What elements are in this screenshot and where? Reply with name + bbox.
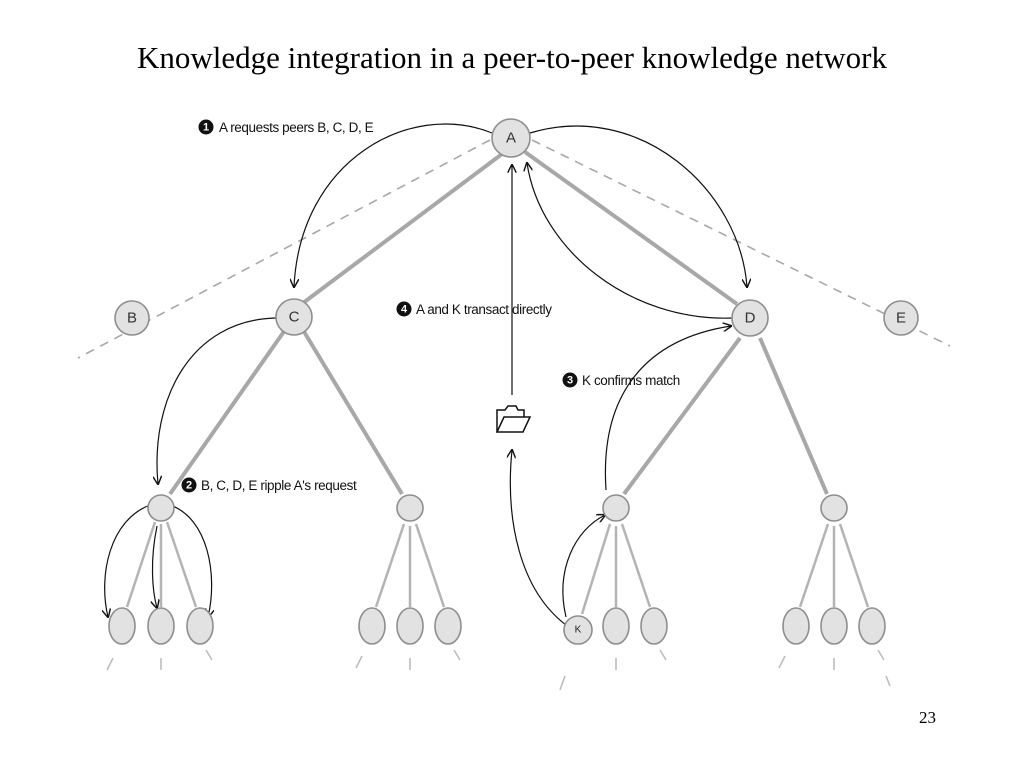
step-1-number: 1 bbox=[203, 122, 209, 134]
edge-c-c2 bbox=[301, 328, 404, 496]
leaf-node bbox=[434, 607, 462, 645]
step-2-number: 2 bbox=[186, 480, 192, 492]
leaf-stubs bbox=[106, 649, 891, 691]
leaf-node bbox=[186, 607, 214, 645]
page-number: 23 bbox=[919, 708, 936, 727]
arrow-c1-to-l1 bbox=[105, 504, 151, 617]
arrow-d1-to-d bbox=[604, 326, 731, 491]
step-4-badge bbox=[396, 301, 412, 317]
arrow-c-to-c1 bbox=[157, 317, 277, 484]
step-1-badge bbox=[198, 119, 214, 135]
leaf-node bbox=[358, 607, 386, 645]
step-3-number: 3 bbox=[567, 375, 573, 387]
node-d2 bbox=[820, 494, 848, 522]
arrow-c1-to-l2 bbox=[152, 525, 157, 608]
step-4-number: 4 bbox=[401, 304, 408, 316]
node-d1 bbox=[602, 494, 630, 522]
step-2-annotation: 2 B, C, D, E ripple A's request bbox=[181, 477, 357, 493]
edge-c-c1 bbox=[168, 328, 287, 496]
arrow-a-to-d bbox=[529, 125, 747, 287]
arrow-k-to-folder bbox=[510, 450, 567, 626]
leaf-node bbox=[820, 607, 848, 645]
node-a-label: A bbox=[506, 130, 516, 147]
node-a: A bbox=[491, 118, 531, 158]
leaf-node bbox=[147, 607, 175, 645]
node-k: K bbox=[563, 615, 593, 645]
node-c-label: C bbox=[289, 309, 300, 326]
node-k-label: K bbox=[575, 625, 582, 636]
leaf-node bbox=[396, 607, 424, 645]
node-c: C bbox=[275, 298, 313, 336]
step-3-text: K confirms match bbox=[582, 373, 680, 388]
node-b: B bbox=[114, 300, 150, 336]
step-2-text: B, C, D, E ripple A's request bbox=[201, 478, 357, 493]
arrow-d-to-a bbox=[527, 163, 734, 319]
leaf-node bbox=[858, 607, 886, 645]
step-2-badge bbox=[181, 477, 197, 493]
leaf-nodes bbox=[108, 607, 886, 645]
leaf-node bbox=[108, 607, 136, 645]
edge-d-d2 bbox=[758, 337, 829, 495]
leaf-node bbox=[640, 607, 668, 645]
step-4-text: A and K transact directly bbox=[416, 302, 552, 317]
node-e-label: E bbox=[896, 310, 906, 327]
step-3-annotation: 3 K confirms match bbox=[562, 372, 680, 388]
folder-icon bbox=[495, 405, 532, 433]
edge-a-e-dashed bbox=[531, 139, 951, 347]
edge-a-c bbox=[301, 152, 504, 305]
node-e: E bbox=[883, 300, 919, 336]
arrow-k-to-d1 bbox=[562, 515, 605, 618]
node-b-label: B bbox=[127, 310, 137, 327]
edge-d-d1 bbox=[622, 336, 742, 496]
leaf-node bbox=[602, 607, 630, 645]
step-4-annotation: 4 A and K transact directly bbox=[396, 301, 553, 317]
node-d: D bbox=[731, 299, 769, 337]
edge-a-d bbox=[523, 150, 739, 306]
node-d-label: D bbox=[745, 310, 756, 327]
node-c1 bbox=[147, 494, 175, 522]
step-1-annotation: 1 A requests peers B, C, D, E bbox=[198, 119, 374, 135]
step-1-text: A requests peers B, C, D, E bbox=[219, 120, 374, 135]
leaf-edges bbox=[125, 521, 870, 615]
node-c2 bbox=[396, 494, 424, 522]
step-3-badge bbox=[562, 372, 578, 388]
slide-title: Knowledge integration in a peer-to-peer … bbox=[137, 40, 887, 75]
arrow-a-to-c bbox=[294, 123, 493, 287]
leaf-node bbox=[782, 607, 810, 645]
arrow-c1-to-l3 bbox=[169, 504, 212, 617]
